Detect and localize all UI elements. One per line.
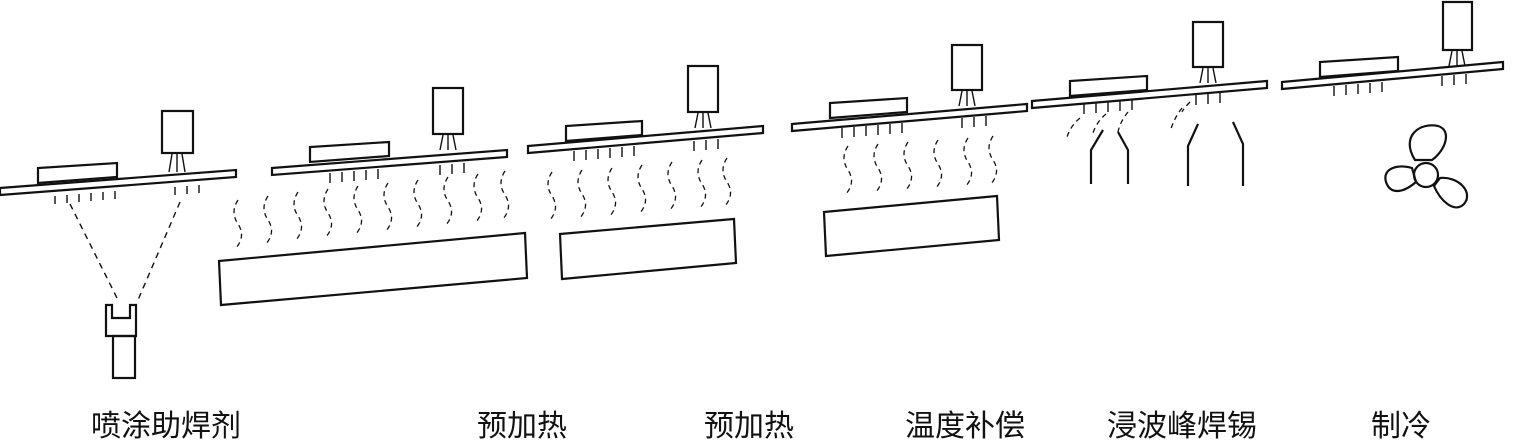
fan-icon	[1384, 124, 1469, 209]
stage-label-flux: 喷涂助焊剂	[91, 409, 241, 444]
stage-label-preheat-1: 预加热	[477, 409, 567, 444]
stage-label-temp-compensation: 温度补偿	[905, 409, 1025, 444]
pcb-board	[526, 64, 765, 161]
pcb-board	[0, 109, 238, 204]
stage-label-cooling: 制冷	[1371, 409, 1431, 444]
pcb-board	[790, 43, 1029, 138]
pcb-board	[270, 86, 509, 183]
stage-label-preheat-2: 预加热	[704, 409, 794, 444]
solder-wave-nozzle	[1089, 129, 1130, 184]
heater-block	[558, 217, 738, 281]
spray-nozzle	[104, 303, 138, 380]
heater-block	[822, 194, 1001, 258]
pcb-board	[1030, 20, 1269, 114]
pcb-board	[1280, 0, 1505, 96]
stage-wave-solder	[1030, 20, 1269, 186]
stage-label-wave-solder: 浸波峰焊锡	[1107, 409, 1257, 444]
stage-preheat-1	[217, 86, 529, 307]
stage-flux-spray	[0, 109, 238, 380]
solder-wave-nozzle	[1186, 121, 1245, 186]
stage-temp-compensation	[790, 43, 1029, 258]
stage-cooling	[1280, 0, 1505, 209]
heater-block	[217, 231, 529, 307]
stage-preheat-2	[526, 64, 765, 281]
